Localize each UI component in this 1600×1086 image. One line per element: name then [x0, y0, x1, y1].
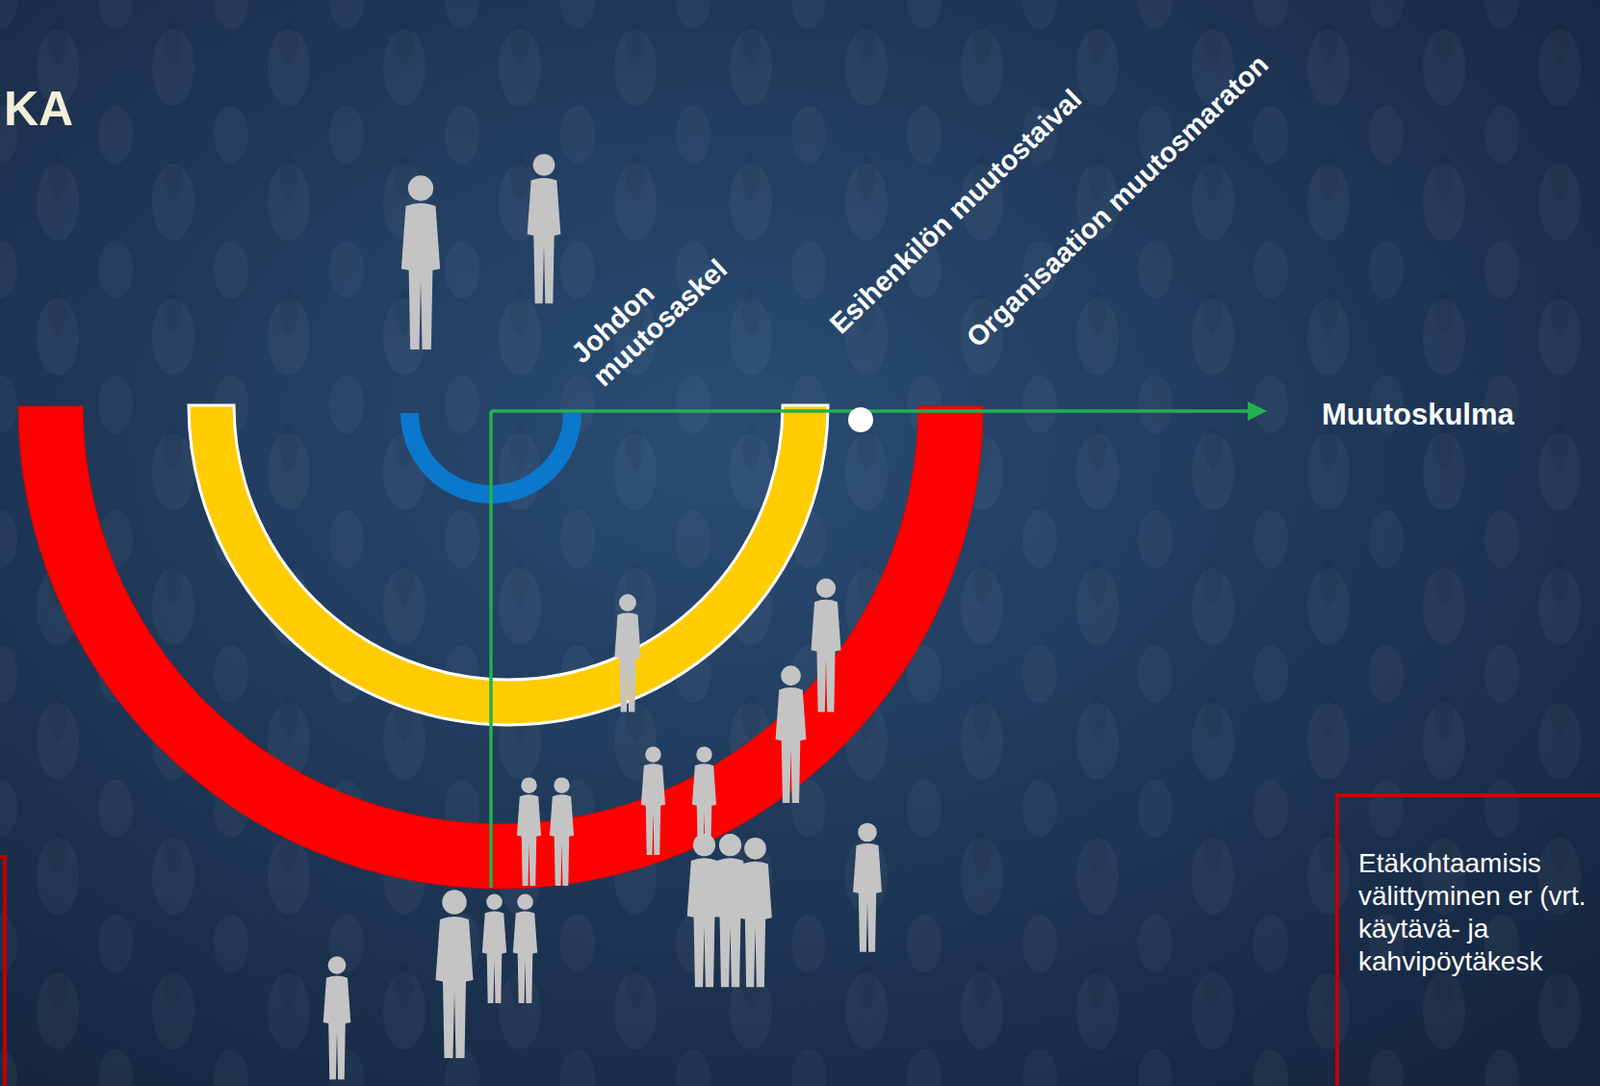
person [516, 776, 542, 886]
person [775, 665, 807, 803]
arc-shape [400, 412, 582, 504]
person [811, 578, 842, 713]
person [692, 746, 717, 855]
arc-shape [18, 406, 983, 889]
band-label: Johdon muutosaskel [565, 214, 750, 393]
arc-band: Esihenkilön muutostaival [188, 405, 828, 725]
arc-path [18, 406, 983, 889]
person [738, 837, 773, 987]
person [713, 833, 749, 987]
person [852, 823, 882, 953]
person [614, 593, 641, 712]
person [482, 893, 507, 1004]
person [527, 154, 562, 304]
people-silhouettes [323, 154, 882, 1080]
arc-path [188, 405, 828, 725]
person [549, 776, 574, 886]
arc-path [400, 412, 582, 504]
white-dot [848, 407, 874, 433]
person [323, 955, 352, 1080]
person [401, 175, 440, 350]
axis-label: Muutoskulma [1321, 397, 1515, 433]
person [513, 893, 538, 1004]
band-label: Organisaation muutosmaraton [960, 48, 1276, 354]
arc-band: Johdon muutosaskel [400, 412, 582, 504]
green-axes [490, 401, 1267, 888]
arc-shape [188, 405, 828, 725]
person [641, 746, 666, 855]
person [436, 889, 474, 1059]
band-label: Esihenkilön muutostaival [824, 83, 1089, 341]
slide-title: KA [3, 80, 74, 137]
arrow-head [1247, 401, 1267, 421]
note-text: Etäkohtaamisis välittyminen er (vrt. käy… [1358, 847, 1600, 980]
arc-band: Organisaation muutosmaraton [18, 406, 983, 889]
person [687, 833, 723, 987]
note-box: Etäkohtaamisis välittyminen er (vrt. käy… [1335, 793, 1600, 1086]
edge-box [0, 856, 5, 1086]
horizontal-axis [490, 409, 1250, 413]
vertical-axis [489, 411, 493, 888]
